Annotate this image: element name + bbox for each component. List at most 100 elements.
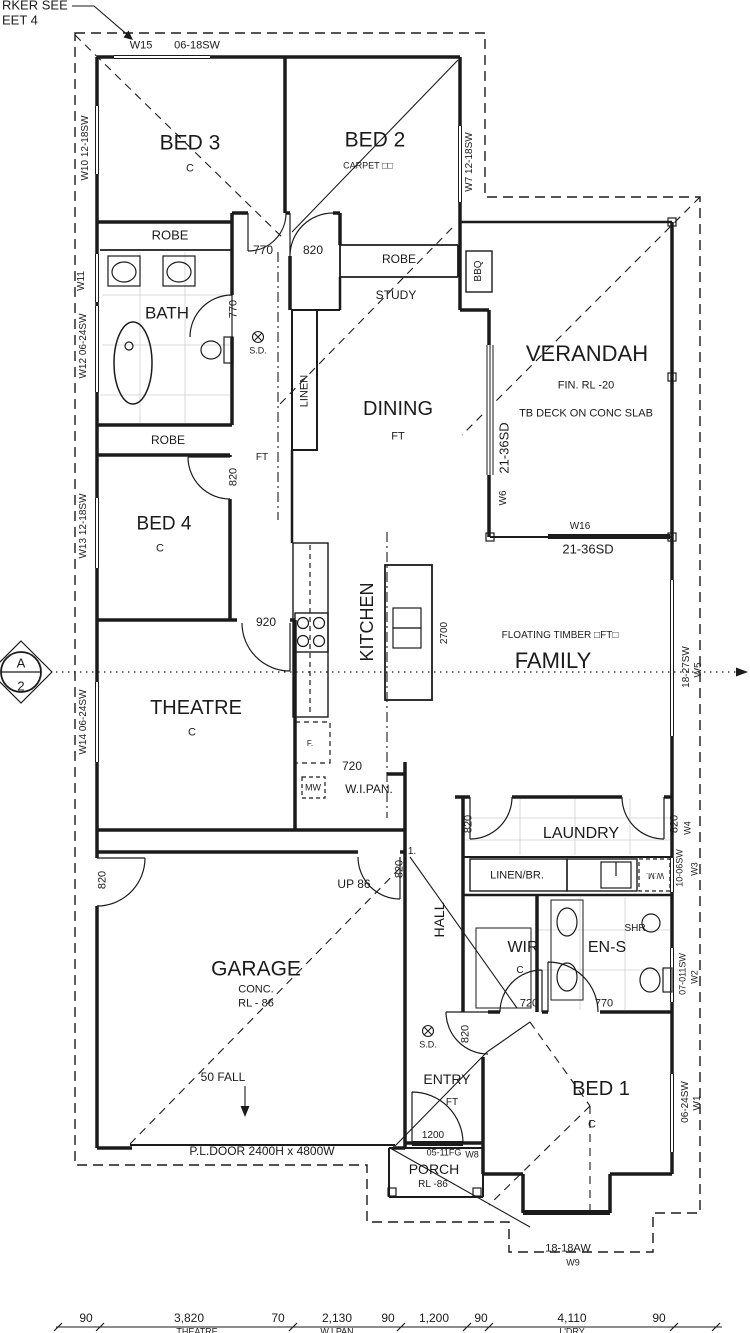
door-820-laundry-right: 820 [668,814,681,834]
room-bed1: BED 1 [572,1078,630,1100]
window-w15: W15 [129,39,153,52]
linen-closet: LINEN [298,374,311,408]
dim-2130: 2,130 [321,1311,353,1325]
smoke-detector-1: S.D. [249,345,267,356]
pantry: W.I.PAN. [345,782,393,796]
dim-1200: 1,200 [418,1311,450,1325]
up-86: UP 86 [337,877,371,891]
room-entry: ENTRY [423,1071,471,1087]
floor-grid [100,252,670,1010]
dim-room-wipan: W.I.PAN [320,1326,354,1333]
room-verandah: VERANDAH [525,341,649,366]
room-garage: GARAGE [211,957,301,981]
step-1: 1. [407,846,417,857]
window-w16-size: 21-36SD [562,541,614,557]
robe-bed4: ROBE [150,433,186,447]
door-820-bed1: 820 [459,1024,472,1044]
door-820-garage-side: 820 [96,870,109,890]
smoke-detector-icon [251,330,435,1038]
window-w1-size: 06-24SW [680,1081,691,1123]
door-720-pantry: 720 [341,759,363,773]
window-w8: W8 [465,1149,479,1160]
door-820-bed4: 820 [227,467,240,487]
garage-fall: 50 FALL [200,1070,246,1084]
dim-90-4: 90 [652,1311,666,1325]
garage-door: P.L.DOOR 2400H x 4800W [189,1144,335,1158]
window-w1: W1 [692,1095,703,1111]
window-w6-size: 21-36SD [496,422,512,474]
window-w4: W4 [682,821,693,835]
window-w11: W11 [76,271,87,291]
entry-floor: FT [445,1097,459,1108]
room-theatre: THEATRE [150,697,242,719]
door-920-theatre: 920 [255,615,277,629]
site-boundary [74,32,701,1253]
bed4-carpet: C [156,542,164,555]
window-w14: W14 06-24SW [78,689,89,755]
dim-4110: 4,110 [557,1311,587,1325]
bbq: BBQ [473,260,484,282]
shower: SHR [624,923,646,934]
dim-room-ldry: L'DRY [559,1326,585,1333]
smoke-detector-2: S.D. [419,1039,437,1050]
room-kitchen: KITCHEN [357,582,377,662]
note-line-2: EET 4 [2,12,38,28]
window-w6: W6 [498,490,509,506]
section-marker-icon [0,640,53,704]
room-study: STUDY [375,288,417,302]
room-bed4: BED 4 [136,513,192,535]
verandah-deck: TB DECK ON CONC SLAB [519,407,653,420]
note-arrow-icon [72,5,133,40]
microwave: MW [305,782,321,793]
window-w10: W10 12-18SW [80,115,91,181]
misc-symbols [72,5,435,1117]
door-770-bed3: 770 [252,243,274,257]
window-w5: W5 [693,662,704,678]
room-bed2: BED 2 [344,128,406,152]
dim-90-3: 90 [474,1311,488,1325]
room-bath: BATH [144,303,190,323]
dim-90-1: 90 [79,1311,93,1325]
room-ensuite: EN-S [587,939,627,956]
linen-br: LINEN/BR. [490,869,544,882]
door-770-bath: 770 [227,299,240,319]
note-line-1: RKER SEE [2,0,68,13]
bed1-carpet: C [588,1118,596,1131]
island-2700: 2700 [439,621,450,645]
window-w9-size: 18-18AW [545,1242,591,1255]
window-w9: W9 [566,1257,580,1268]
bed3-carpet: C [186,162,194,175]
door-820-garage-hall: 820 [393,859,406,879]
window-w7: W7 12-18SW [464,132,475,192]
room-porch: PORCH [408,1161,460,1177]
door-1200-entry: 1200 [421,1130,445,1141]
fall-arrow-icon [240,1086,250,1117]
fixtures [107,217,677,1197]
door-720-wir: 720 [519,997,539,1010]
theatre-carpet: C [188,726,196,739]
wir-carpet: C [516,965,524,976]
porch-rl: RL -86 [418,1179,448,1190]
dim-70: 70 [271,1311,285,1325]
bed2-carpet: CARPET □□ [343,160,393,171]
dim-room-theatre: THEATRE [176,1326,218,1333]
robe-bed2: ROBE [381,252,417,266]
family-floor: FLOATING TIMBER □FT□ [501,630,619,641]
window-w13: W13 12-18SW [78,493,89,559]
verandah-rl: FIN. RL -20 [557,379,615,392]
window-w3-size: 10-06SW [674,849,685,887]
washing-machine: W.M. [645,871,665,880]
hall: HALL [431,902,447,938]
door-770-ensuite: 770 [594,997,614,1010]
garage-rl: RL - 86 [238,997,274,1010]
hall-ft: FT [255,452,269,463]
section-marker-a: A [16,655,26,671]
window-w12: W12 06-24SW [78,313,89,379]
window-w5-size: 18-27SW [681,646,692,688]
room-laundry: LAUNDRY [542,825,620,842]
section-line [0,640,748,704]
section-marker-2: 2 [17,678,25,694]
room-dining: DINING [363,398,433,420]
